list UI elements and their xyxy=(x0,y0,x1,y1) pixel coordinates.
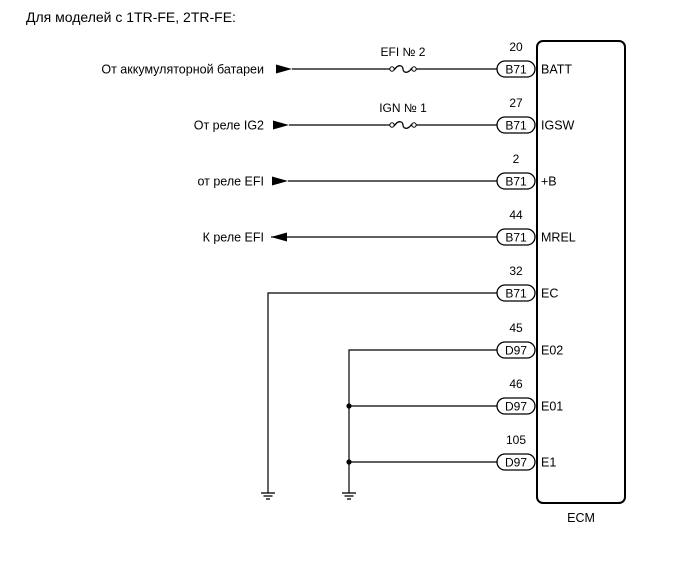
pin-number: 44 xyxy=(509,208,523,222)
fuse-terminal xyxy=(389,122,395,128)
pin-number: 45 xyxy=(509,321,523,335)
ecm-terminal-label: E1 xyxy=(541,456,556,470)
ecm-terminal-label: E02 xyxy=(541,344,563,358)
connector-label: B71 xyxy=(505,287,527,301)
pin-number: 2 xyxy=(513,152,520,166)
diagram-title: Для моделей с 1TR-FE, 2TR-FE: xyxy=(26,9,236,25)
connector-label: B71 xyxy=(505,119,527,133)
connector-label: B71 xyxy=(505,63,527,77)
fuse-terminal xyxy=(411,66,417,72)
arrow-in-icon xyxy=(276,64,292,74)
wire-source-label: От реле IG2 xyxy=(194,119,264,133)
ecm-label: ECM xyxy=(567,511,595,525)
fuse-icon xyxy=(393,121,413,129)
wire-source-label: К реле EFI xyxy=(203,231,264,245)
ground-icon xyxy=(342,492,356,500)
ground-network xyxy=(261,292,497,500)
wire-source-label: От аккумуляторной батареи xyxy=(101,63,264,77)
arrow-in-icon xyxy=(273,120,289,130)
pin-number: 27 xyxy=(509,96,523,110)
ecm-block xyxy=(536,40,626,504)
connector-label: D97 xyxy=(505,344,527,358)
fuse-label: IGN № 1 xyxy=(379,101,427,115)
ecm-terminal-label: +B xyxy=(541,175,557,189)
fuse-terminal xyxy=(411,122,417,128)
junction-dot xyxy=(346,403,352,409)
pin-number: 105 xyxy=(506,433,526,447)
wire-e02-ground xyxy=(348,349,497,493)
junction-dot xyxy=(346,459,352,465)
wire-ec-ground xyxy=(267,292,497,493)
connector-label: B71 xyxy=(505,231,527,245)
ecm-terminal-label: MREL xyxy=(541,231,576,245)
ecm-terminal-label: EC xyxy=(541,287,558,301)
pin-number: 32 xyxy=(509,264,523,278)
ground-icon xyxy=(261,492,275,500)
fuse-terminal xyxy=(389,66,395,72)
fuse-icon xyxy=(393,65,413,73)
fuse-label: EFI № 2 xyxy=(381,45,426,59)
wire-source-label: от реле EFI xyxy=(197,175,264,189)
connector-label: D97 xyxy=(505,400,527,414)
connector-label: D97 xyxy=(505,456,527,470)
connector-label: B71 xyxy=(505,175,527,189)
pin-number: 20 xyxy=(509,40,523,54)
arrow-in-icon xyxy=(272,176,288,186)
pin-number: 46 xyxy=(509,377,523,391)
ecm-terminal-label: E01 xyxy=(541,400,563,414)
ecm-terminal-label: IGSW xyxy=(541,119,575,133)
ecm-terminal-label: BATT xyxy=(541,63,572,77)
